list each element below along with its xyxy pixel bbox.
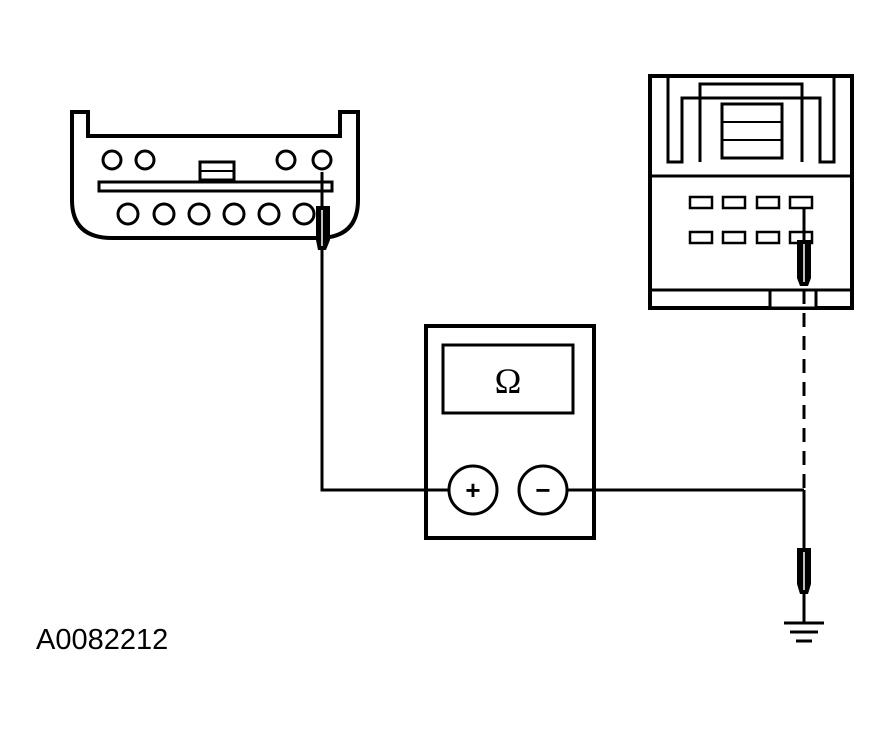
negative-test-lead xyxy=(567,488,806,548)
left-connector-top-pins xyxy=(101,149,333,171)
negative-terminal-label: − xyxy=(535,475,550,505)
left-connector xyxy=(70,110,360,240)
positive-terminal-label: + xyxy=(465,475,480,505)
ohmmeter xyxy=(424,324,596,540)
right-connector-pin-slots xyxy=(688,195,814,245)
left-connector-bottom-pins xyxy=(116,202,316,226)
positive-test-lead xyxy=(320,250,449,492)
left-probe-tip xyxy=(316,172,330,250)
ohm-symbol: Ω xyxy=(495,361,522,401)
right-connector xyxy=(648,74,854,310)
figure-reference-id: A0082212 xyxy=(36,624,169,656)
ground-symbol xyxy=(784,621,824,643)
right-probe-tip xyxy=(797,208,811,286)
ground-probe-tip xyxy=(797,548,811,622)
